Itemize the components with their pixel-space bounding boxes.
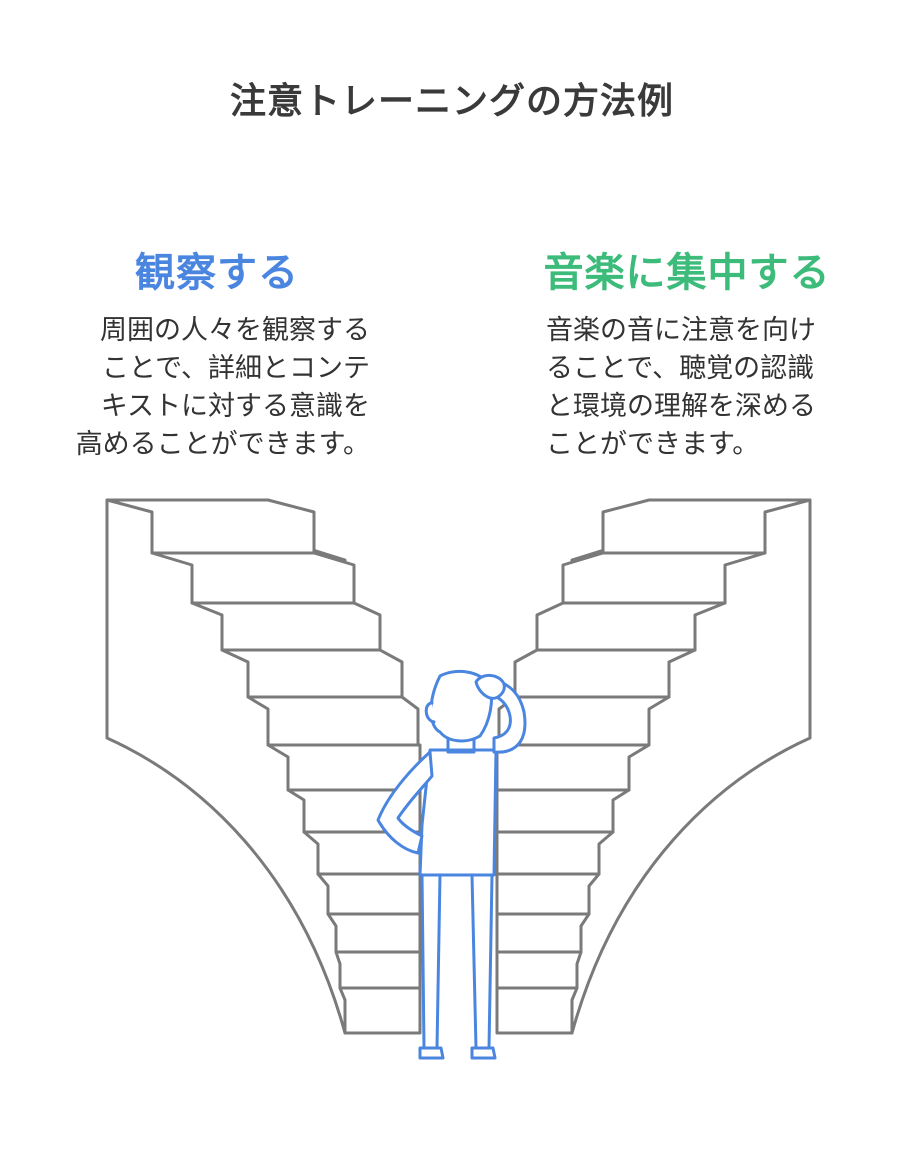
right-description-line: ることで、聴覚の認識 <box>546 353 815 384</box>
left-steps <box>105 498 422 1035</box>
thinking-person-icon <box>376 669 527 1060</box>
right-description-line: と環境の理解を深める <box>546 391 816 422</box>
left-option-description: 周囲の人々を観察する ことで、詳細とコンテ キストに対する意識を 高めることがで… <box>40 312 370 464</box>
left-description-line: ことで、詳細とコンテ <box>101 353 370 384</box>
left-description-line: 高めることができます。 <box>75 429 370 460</box>
right-steps <box>495 498 812 1035</box>
right-option-heading: 音楽に集中する <box>543 250 831 296</box>
page-title: 注意トレーニングの方法例 <box>229 81 674 122</box>
left-option-heading: 観察する <box>135 250 299 296</box>
right-description-line: 音楽の音に注意を向け <box>546 315 816 346</box>
left-description-line: 周囲の人々を観察する <box>100 315 370 346</box>
right-description-line: ことができます。 <box>546 429 760 460</box>
right-option-description: 音楽の音に注意を向け ることで、聴覚の認識 と環境の理解を深める ことができます… <box>546 312 852 464</box>
left-description-line: キストに対する意識を <box>100 391 370 422</box>
